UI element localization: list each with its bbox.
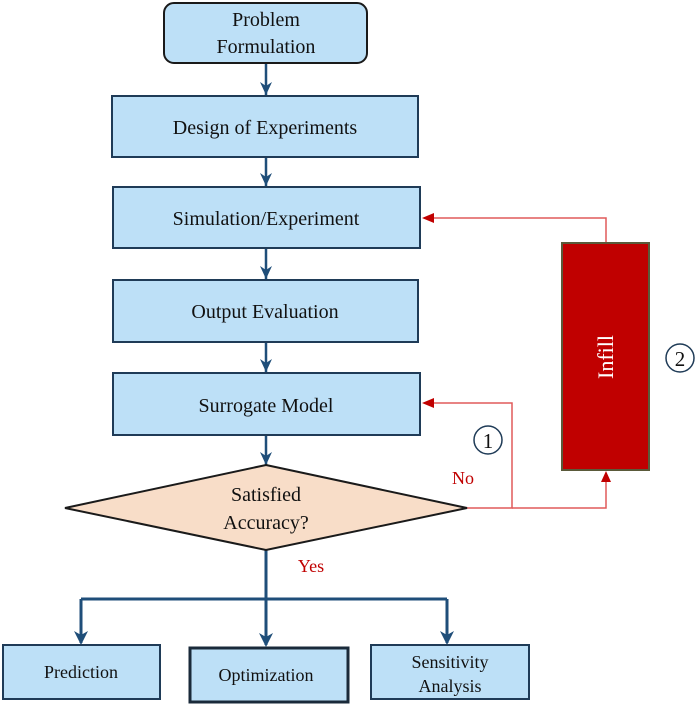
- node-satisfied-accuracy-decision: Satisfied Accuracy?: [64, 463, 468, 552]
- feedback-loops: [422, 213, 611, 509]
- arrowhead-simulation-to-output: [260, 266, 272, 279]
- arrowhead-doe-to-simulation: [260, 173, 272, 186]
- infill-label: Infill: [593, 335, 618, 379]
- loop1-marker-circle: [473, 425, 503, 455]
- output-label: Output Evaluation: [191, 301, 338, 323]
- sensitivity-line-1: Sensitivity: [411, 652, 488, 672]
- no-label: No: [452, 468, 474, 488]
- arrowhead-output-to-surrogate: [260, 359, 272, 372]
- loop2-marker-number: 2: [675, 347, 686, 371]
- problem-line-2: Formulation: [217, 36, 316, 58]
- loop2-to-infill: [512, 474, 607, 509]
- arrowhead-to-optimization: [259, 633, 273, 647]
- loop2-marker-circle: [665, 343, 695, 373]
- node-prediction: Prediction: [2, 644, 161, 700]
- node-design-of-experiments: Design of Experiments: [111, 95, 419, 158]
- sensitivity-line-2: Analysis: [419, 676, 482, 696]
- node-infill: Infill: [561, 242, 650, 471]
- node-optimization: Optimization: [188, 646, 350, 704]
- node-problem-formulation: Problem Formulation: [163, 2, 368, 64]
- loop1-marker-number: 1: [483, 429, 494, 453]
- yes-label: Yes: [298, 556, 324, 576]
- node-surrogate-model: Surrogate Model: [112, 372, 421, 436]
- prediction-label: Prediction: [44, 662, 118, 682]
- loop2-arrowhead-simulation: [422, 213, 434, 223]
- arrowhead-problem-to-doe: [260, 82, 272, 95]
- optimization-label: Optimization: [219, 665, 314, 685]
- loop1-no-to-surrogate: [424, 402, 513, 509]
- loop2-infill-to-simulation: [424, 217, 607, 243]
- loop2-arrowhead-infill: [601, 471, 611, 482]
- arrowhead-surrogate-to-decision: [260, 452, 272, 465]
- doe-label: Design of Experiments: [173, 117, 358, 139]
- node-simulation-experiment: Simulation/Experiment: [112, 186, 421, 249]
- decision-line-1: Satisfied: [231, 484, 301, 506]
- loop-markers: 1 2: [473, 343, 695, 455]
- decision-line-2: Accuracy?: [223, 512, 309, 534]
- problem-line-1: Problem: [232, 9, 300, 31]
- main-flow-arrows: [74, 63, 454, 647]
- node-sensitivity-analysis: Sensitivity Analysis: [370, 644, 530, 700]
- arrowhead-to-sensitivity: [440, 631, 454, 645]
- arrowhead-to-prediction: [74, 631, 88, 645]
- node-output-evaluation: Output Evaluation: [112, 279, 419, 343]
- loop1-arrowhead: [422, 398, 434, 408]
- simulation-label: Simulation/Experiment: [173, 208, 360, 230]
- surrogate-label: Surrogate Model: [199, 395, 334, 417]
